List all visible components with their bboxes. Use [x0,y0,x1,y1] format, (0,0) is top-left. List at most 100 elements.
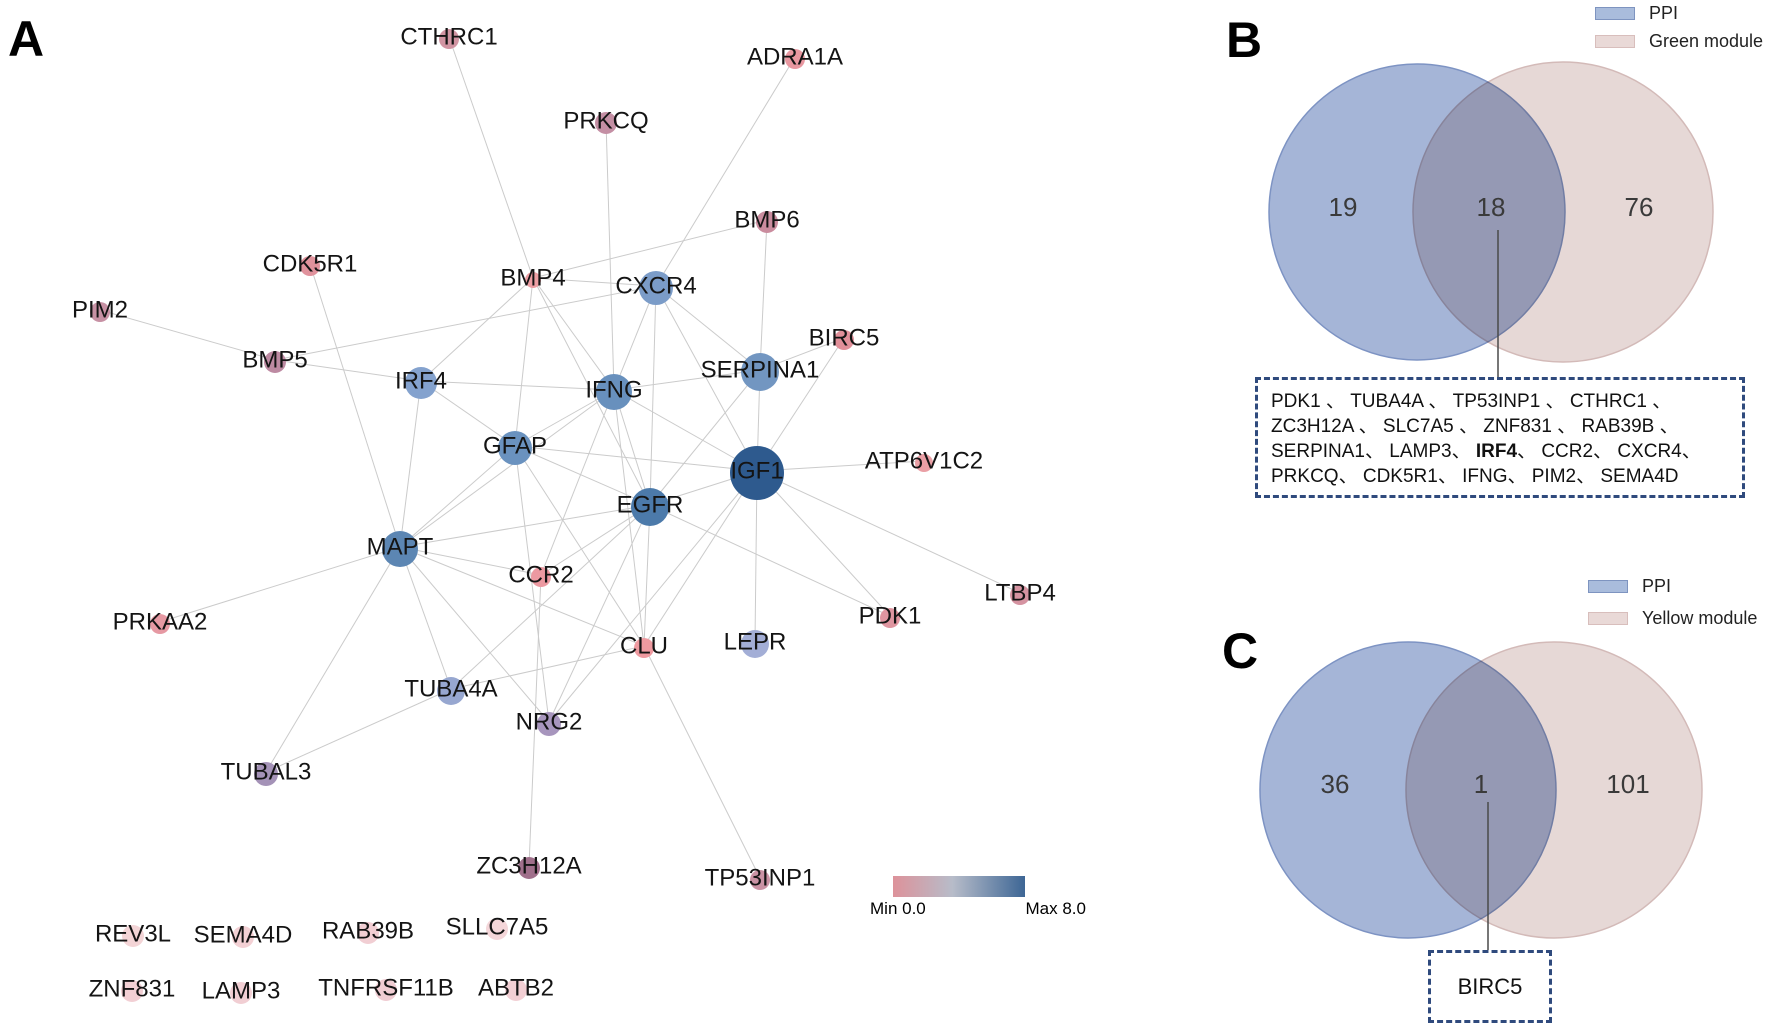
gene-label-CCR2: CCR2 [508,562,573,589]
gene-label-PRKAA2: PRKAA2 [113,609,208,636]
venn-b-legend: PPI Green module [1595,3,1763,52]
edge-BMP4-IRF4 [420,277,534,382]
edge-EGFR-CLU [643,504,651,647]
gene-label-TUBAL3: TUBAL3 [221,759,312,786]
gene-node-BIRC5 [834,330,854,350]
venn-b-legend-label-1: Green module [1649,31,1764,51]
venn-c-legend-label-0: PPI [1642,576,1672,596]
gene-node-ATP6V1C2 [915,454,933,472]
gene-node-CDK5R1 [300,256,320,276]
edge-TUBA4A-CLU [450,645,645,690]
edge-CCR2-ZC3H12A [528,574,542,867]
edge-IFNG-CCR2 [540,389,615,576]
edge-MAPT-CCR2 [399,546,542,576]
edge-MAPT-CLU [399,546,645,647]
panel-a-label: A [8,11,44,67]
gene-node-BMP5 [264,351,286,373]
ppi-network-nodes [90,29,1030,1004]
edge-PRKCQ-IFNG [605,120,615,391]
edge-IFNG-MAPT [399,389,615,548]
gene-node-IGF1 [730,446,784,500]
gene-node-CXCR4 [639,271,673,305]
gene-node-CLU [634,638,654,658]
gene-node-SLLC7A5 [486,918,508,940]
colorbar-max-label: Max 8.0 [1025,899,1086,918]
venn-c-overlap-count: 1 [1474,769,1488,799]
edge-SERPINA1-EGFR [649,369,761,506]
gene-node-ABTB2 [505,979,527,1001]
gene-label-BMP6: BMP6 [734,207,799,234]
gene-label-CXCR4: CXCR4 [615,273,696,300]
gene-label-TP53INP1: TP53INP1 [705,865,816,892]
edge-GFAP-IGF1 [514,445,758,472]
venn-c-legend-swatch-0 [1588,580,1628,593]
edge-CXCR4-SERPINA1 [655,285,761,371]
gene-list-line-4: PRKCQ、 CDK5R1、 IFNG、 PIM2、 SEMA4D [1271,466,1679,487]
edge-IRF4-GFAP [420,380,516,447]
gene-node-BMP4 [525,272,541,288]
edge-EGFR-NRG2 [548,504,651,723]
gene-node-PDK1 [880,608,900,628]
gene-node-PIM2 [90,302,110,322]
gene-label-CDK5R1: CDK5R1 [263,251,358,278]
gene-label-ADRA1A: ADRA1A [747,44,843,71]
gene-node-ZNF831 [121,980,143,1002]
edge-EGFR-TUBA4A [450,504,651,690]
gene-node-IRF4 [405,367,437,399]
edge-GFAP-EGFR [514,445,651,506]
edge-BIRC5-IGF1 [756,337,845,472]
ppi-network-edges [99,36,1021,879]
gene-node-SEMA4D [232,926,254,948]
panel-b-label: B [1226,12,1262,68]
gene-node-PRKAA2 [150,614,170,634]
edge-PIM2-BMP5 [99,309,276,361]
gene-node-TUBAL3 [254,762,278,786]
gene-label-NRG2: NRG2 [516,709,583,736]
gene-label-PIM2: PIM2 [72,297,128,324]
gene-label-BIRC5: BIRC5 [809,325,880,352]
gene-node-CCR2 [531,567,551,587]
edge-TUBA4A-TUBAL3 [265,688,452,773]
gene-label-REV3L: REV3L [95,921,171,948]
venn-c-right-count: 101 [1606,769,1649,799]
edge-CXCR4-IGF1 [655,285,758,472]
venn-c-legend-swatch-1 [1588,612,1628,625]
venn-c-legend-label-1: Yellow module [1642,608,1758,628]
edge-IFNG-EGFR [613,389,651,506]
gene-label-PRKCQ: PRKCQ [563,108,648,135]
venn-c-module-circle [1405,641,1703,939]
gene-label-GFAP: GFAP [483,433,547,460]
venn-c-overlap-gene-box: BIRC5 [1428,950,1552,1023]
gene-label-RAB39B: RAB39B [322,918,414,945]
gene-node-LAMP3 [230,982,252,1004]
colorbar-gradient [893,876,1025,897]
edge-CLU-TP53INP1 [643,645,761,879]
edge-MAPT-TUBA4A [399,546,452,690]
gene-label-TNFRSF11B: TNFRSF11B [318,975,454,1002]
venn-b-left-count: 19 [1329,192,1358,222]
venn-b-legend-label-0: PPI [1649,3,1679,23]
gene-node-REV3L [122,925,144,947]
edge-BMP6-SERPINA1 [759,219,768,371]
edge-EGFR-MAPT [399,504,651,548]
gene-label-IFNG: IFNG [585,377,642,404]
venn-b-module-circle [1412,61,1714,363]
edge-MAPT-TUBAL3 [265,546,401,773]
gene-label-LEPR: LEPR [724,629,787,656]
gene-node-ADRA1A [785,49,805,69]
edge-IFNG-IGF1 [613,389,758,472]
gene-node-TP53INP1 [750,870,770,890]
edge-IFNG-GFAP [514,389,615,447]
gene-label-CTHRC1: CTHRC1 [400,24,497,51]
edge-EGFR-PDK1 [649,504,891,617]
venn-c-legend: PPI Yellow module [1588,576,1757,629]
gene-label-ATP6V1C2: ATP6V1C2 [865,448,983,475]
gene-node-IFNG [596,374,632,410]
gene-list-line-1: PDK1 、 TUBA4A 、 TP53INP1 、 CTHRC1 、 [1271,391,1672,412]
venn-b-overlap-count: 18 [1477,192,1506,222]
gene-label-MAPT: MAPT [367,534,434,561]
